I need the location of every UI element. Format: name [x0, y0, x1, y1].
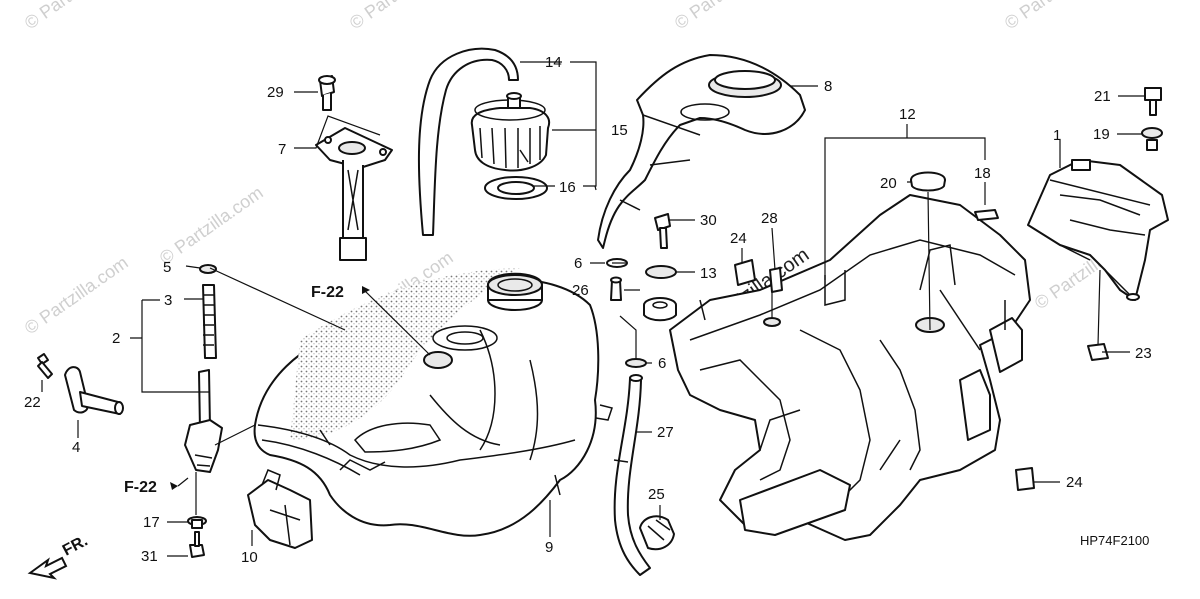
callout-13: 13 [700, 265, 717, 282]
callout-29: 29 [267, 84, 284, 101]
callout-26: 26 [572, 282, 589, 299]
fuel-valve-assembly [37, 264, 313, 558]
callout-10: 10 [241, 549, 258, 566]
callout-16: 16 [559, 179, 576, 196]
callout-9: 9 [545, 539, 553, 556]
callout-20: 20 [880, 175, 897, 192]
diagram-code: HP74F2100 [1080, 533, 1149, 548]
watermark-text: © Partzilla.com [671, 0, 782, 33]
callout-15: 15 [611, 122, 628, 139]
watermark-text: © Partzilla.com [1001, 0, 1112, 33]
callout-18: 18 [974, 165, 991, 182]
fuel-hose-fittings [606, 213, 677, 576]
watermark-text: © Partzilla.com [346, 0, 457, 33]
callout-22: 22 [24, 394, 41, 411]
callout-17: 17 [143, 514, 160, 531]
callout-14: 14 [545, 54, 562, 71]
leader-lines [41, 61, 1145, 557]
callout-27: 27 [657, 424, 674, 441]
callout-7: 7 [278, 141, 286, 158]
callout-24: 24 [1066, 474, 1083, 491]
callout-6: 6 [574, 255, 582, 272]
watermark-text: © Partzilla.com [156, 182, 267, 268]
callout-12: 12 [899, 106, 916, 123]
fuel-cap [417, 47, 550, 236]
watermark-text: © Partzilla.com [21, 0, 132, 33]
front-direction-arrow-icon: FR. [27, 532, 91, 580]
callout-5: 5 [163, 259, 171, 276]
callout-28: 28 [761, 210, 778, 227]
watermark-text: © Partzilla.com [21, 252, 132, 338]
callout-2: 2 [112, 330, 120, 347]
callout-4: 4 [72, 439, 80, 456]
callout-1: 1 [1053, 127, 1061, 144]
control-module [1027, 87, 1169, 361]
callout-3: 3 [164, 292, 172, 309]
callout-21: 21 [1094, 88, 1111, 105]
ref-label-f22: F-22 [124, 479, 157, 496]
callout-labels: 1 2 3 4 5 6 6 7 8 9 10 12 13 14 15 16 17… [24, 54, 1152, 566]
direction-label: FR. [60, 532, 91, 559]
fuel-level-sender [315, 75, 393, 261]
fuel-tank [253, 268, 613, 537]
callout-8: 8 [824, 78, 832, 95]
callout-24: 24 [730, 230, 747, 247]
callout-6: 6 [658, 355, 666, 372]
callout-30: 30 [700, 212, 717, 229]
callout-31: 31 [141, 548, 158, 565]
callout-19: 19 [1093, 126, 1110, 143]
tank-frame [669, 171, 1035, 541]
callout-25: 25 [648, 486, 665, 503]
ref-label-f22: F-22 [311, 284, 344, 301]
reference-arrows [170, 286, 370, 490]
callout-23: 23 [1135, 345, 1152, 362]
heat-shield [597, 54, 806, 249]
